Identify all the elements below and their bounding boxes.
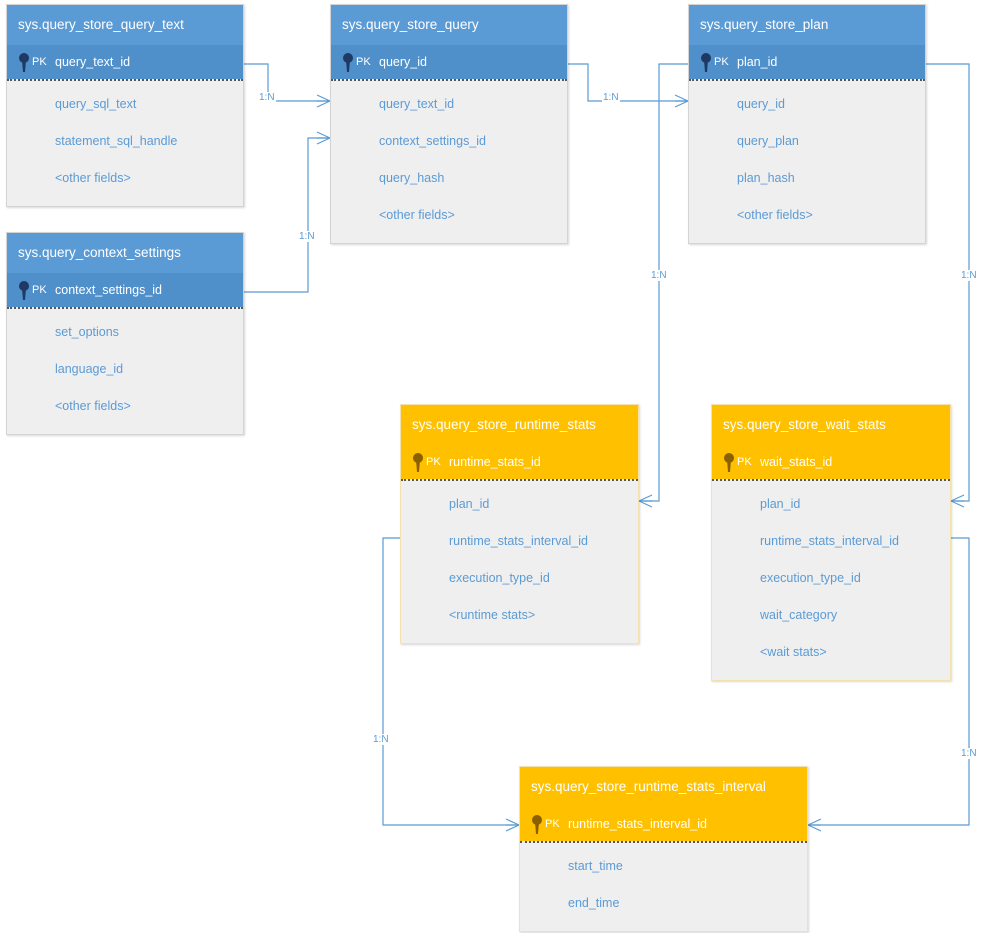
entity-field[interactable]: plan_id xyxy=(760,497,801,511)
entity-field[interactable]: context_settings_id xyxy=(379,134,487,148)
entity-title: sys.query_store_query_text xyxy=(7,5,243,45)
entity-field-list: start_time end_time xyxy=(520,843,807,931)
entity-pk-row[interactable]: PK context_settings_id xyxy=(7,273,243,307)
pk-badge: PK xyxy=(426,456,441,468)
entity-title: sys.query_context_settings xyxy=(7,233,243,273)
pk-badge: PK xyxy=(32,56,47,68)
entity-field[interactable]: <other fields> xyxy=(379,208,455,222)
pk-separator xyxy=(401,479,638,481)
entity-field[interactable]: execution_type_id xyxy=(449,571,550,585)
cardinality-label: 1:N xyxy=(602,92,620,103)
entity-field-list: query_id query_plan plan_hash <other fields… xyxy=(689,81,925,243)
pk-field-name: plan_id xyxy=(737,55,778,69)
entity-pk-row[interactable]: PK plan_id xyxy=(689,45,925,79)
entity-field[interactable]: <other fields> xyxy=(737,208,813,222)
entity-field[interactable]: <other fields> xyxy=(55,399,131,413)
pk-badge: PK xyxy=(356,56,371,68)
entity-field[interactable]: plan_hash xyxy=(737,171,795,185)
primary-key-icon xyxy=(19,53,29,72)
entity-title: sys.query_store_query xyxy=(331,5,567,45)
primary-key-icon xyxy=(724,453,734,472)
entity-title: sys.query_store_runtime_stats_interval xyxy=(520,767,807,807)
cardinality-label: 1:N xyxy=(372,734,390,745)
pk-separator xyxy=(7,307,243,309)
entity-field[interactable]: statement_sql_handle xyxy=(55,134,178,148)
pk-badge: PK xyxy=(737,456,752,468)
entity-field[interactable]: <wait stats> xyxy=(760,645,827,659)
entity-pk-row[interactable]: PK runtime_stats_id xyxy=(401,445,638,479)
entity-field[interactable]: start_time xyxy=(568,859,623,873)
pk-field-name: runtime_stats_interval_id xyxy=(568,817,707,831)
entity-field[interactable]: query_hash xyxy=(379,171,445,185)
entity-pk-row[interactable]: PK wait_stats_id xyxy=(712,445,950,479)
entity-field[interactable]: set_options xyxy=(55,325,119,339)
entity-field[interactable]: runtime_stats_interval_id xyxy=(760,534,899,548)
entity-field[interactable]: wait_category xyxy=(760,608,838,622)
pk-badge: PK xyxy=(32,284,47,296)
entity-field-list: query_sql_text statement_sql_handle <other… xyxy=(7,81,243,206)
connector-rel-text-query xyxy=(244,63,331,108)
cardinality-label: 1:N xyxy=(258,92,276,103)
entity-field-list: plan_id runtime_stats_interval_id executio… xyxy=(712,481,950,680)
pk-badge: PK xyxy=(714,56,729,68)
pk-field-name: query_text_id xyxy=(55,55,131,69)
pk-separator xyxy=(712,479,950,481)
cardinality-label: 1:N xyxy=(960,748,978,759)
primary-key-icon xyxy=(19,281,29,300)
primary-key-icon xyxy=(413,453,423,472)
entity-pk-row[interactable]: PK query_id xyxy=(331,45,567,79)
pk-separator xyxy=(520,841,807,843)
entity-field[interactable]: end_time xyxy=(568,896,620,910)
entity-field[interactable]: plan_id xyxy=(449,497,490,511)
entity-title: sys.query_store_runtime_stats xyxy=(401,405,638,445)
entity-field-list: plan_id runtime_stats_interval_id executio… xyxy=(401,481,638,643)
connector-rel-context-query xyxy=(244,131,331,293)
entity-pk-row[interactable]: PK query_text_id xyxy=(7,45,243,79)
cardinality-label: 1:N xyxy=(960,270,978,281)
primary-key-icon xyxy=(343,53,353,72)
pk-field-name: context_settings_id xyxy=(55,283,163,297)
entity-pk-row[interactable]: PK runtime_stats_interval_id xyxy=(520,807,807,841)
pk-field-name: query_id xyxy=(379,55,427,69)
primary-key-icon xyxy=(532,815,542,834)
entity-field[interactable]: language_id xyxy=(55,362,124,376)
entity-title: sys.query_store_plan xyxy=(689,5,925,45)
entity-field[interactable]: execution_type_id xyxy=(760,571,861,585)
entity-field[interactable]: query_plan xyxy=(737,134,799,148)
entity-field[interactable]: runtime_stats_interval_id xyxy=(449,534,588,548)
entity-title: sys.query_store_wait_stats xyxy=(712,405,950,445)
pk-badge: PK xyxy=(545,818,560,830)
connector-rel-plan-runtime xyxy=(638,63,688,508)
pk-field-name: wait_stats_id xyxy=(760,455,833,469)
entity-field[interactable]: query_sql_text xyxy=(55,97,137,111)
pk-separator xyxy=(331,79,567,81)
pk-field-name: runtime_stats_id xyxy=(449,455,541,469)
pk-separator xyxy=(7,79,243,81)
entity-field[interactable]: <other fields> xyxy=(55,171,131,185)
pk-separator xyxy=(689,79,925,81)
cardinality-label: 1:N xyxy=(650,270,668,281)
primary-key-icon xyxy=(701,53,711,72)
entity-field[interactable]: <runtime stats> xyxy=(449,608,536,622)
entity-field-list: query_text_id context_settings_id query_ha… xyxy=(331,81,567,243)
entity-field[interactable]: query_text_id xyxy=(379,97,455,111)
entity-field-list: set_options language_id <other fields> xyxy=(7,309,243,434)
cardinality-label: 1:N xyxy=(298,231,316,242)
connector-rel-query-plan xyxy=(568,63,689,108)
entity-field[interactable]: query_id xyxy=(737,97,785,111)
